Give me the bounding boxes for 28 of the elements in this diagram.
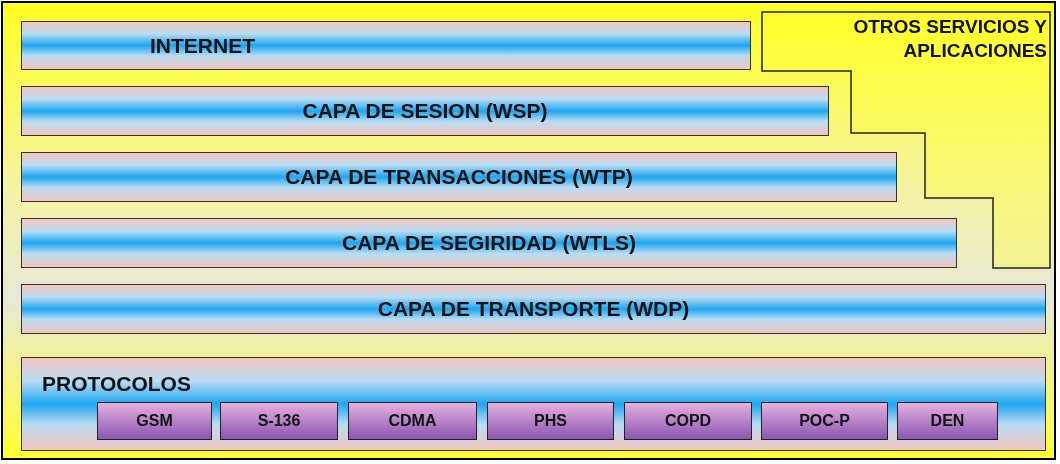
layer-label: PROTOCOLOS — [42, 372, 191, 396]
protocols-band — [21, 357, 1046, 451]
layer-label: CAPA DE TRANSACCIONES (WTP) — [285, 165, 633, 189]
protocol-box — [97, 402, 212, 440]
protocol-label: PHS — [534, 412, 567, 430]
layer-label: CAPA DE SEGIRIDAD (WTLS) — [342, 231, 636, 255]
layer-band — [21, 86, 829, 136]
protocol-box — [220, 402, 338, 440]
protocol-box — [897, 402, 998, 440]
protocol-label: GSM — [136, 412, 173, 430]
layer-band — [21, 21, 751, 70]
layer-band — [21, 284, 1046, 334]
layer-label: INTERNET — [150, 33, 255, 58]
protocol-box — [761, 402, 888, 440]
services-block — [761, 11, 1051, 269]
layer-label: CAPA DE TRANSPORTE (WDP) — [377, 297, 690, 321]
layer-band — [21, 218, 957, 268]
protocol-label: CDMA — [388, 412, 437, 430]
protocol-box — [624, 402, 752, 440]
protocol-label: POC-P — [799, 412, 850, 430]
layer-label: OTROS SERVICIOS Y APLICACIONES — [852, 15, 1047, 63]
protocol-label: DEN — [930, 412, 965, 430]
protocol-box — [487, 402, 614, 440]
protocol-label: COPD — [664, 412, 712, 430]
protocol-box — [348, 402, 477, 440]
layer-label: CAPA DE SESION (WSP) — [302, 99, 548, 123]
layer-band — [21, 152, 897, 202]
protocol-label: S-136 — [257, 412, 301, 430]
